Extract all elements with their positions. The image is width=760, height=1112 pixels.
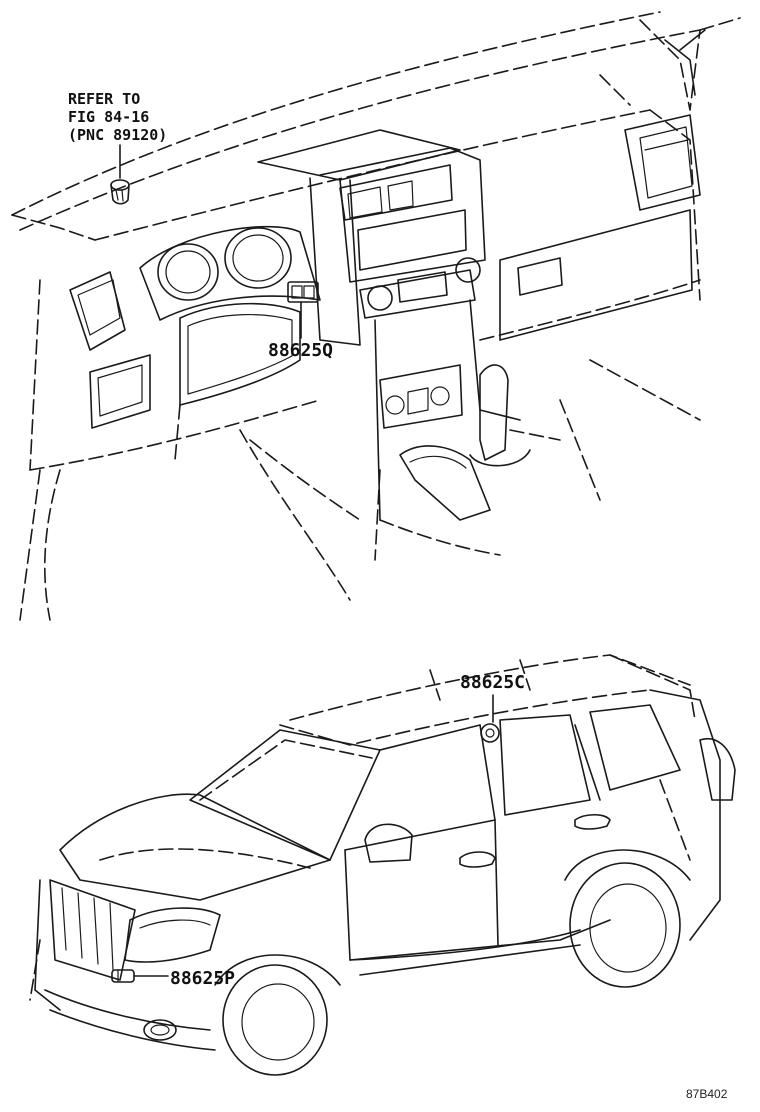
refer-note-line3: (PNC 89120) xyxy=(68,126,167,144)
callout-88625p: 88625P xyxy=(170,968,235,989)
dash-switch-88625q xyxy=(287,281,319,339)
roof-sensor-88625c xyxy=(480,694,500,743)
front-sensor-88625p xyxy=(111,969,169,983)
figure-code: 87B402 xyxy=(686,1087,728,1101)
callout-88625c: 88625C xyxy=(460,672,525,693)
refer-note-line2: FIG 84-16 xyxy=(68,108,149,126)
refer-note-line1: REFER TO xyxy=(68,90,140,108)
vehicle-illustration xyxy=(29,654,736,1076)
dashboard-illustration xyxy=(11,11,741,621)
sunload-sensor xyxy=(110,144,130,205)
callout-88625q: 88625Q xyxy=(268,340,333,361)
